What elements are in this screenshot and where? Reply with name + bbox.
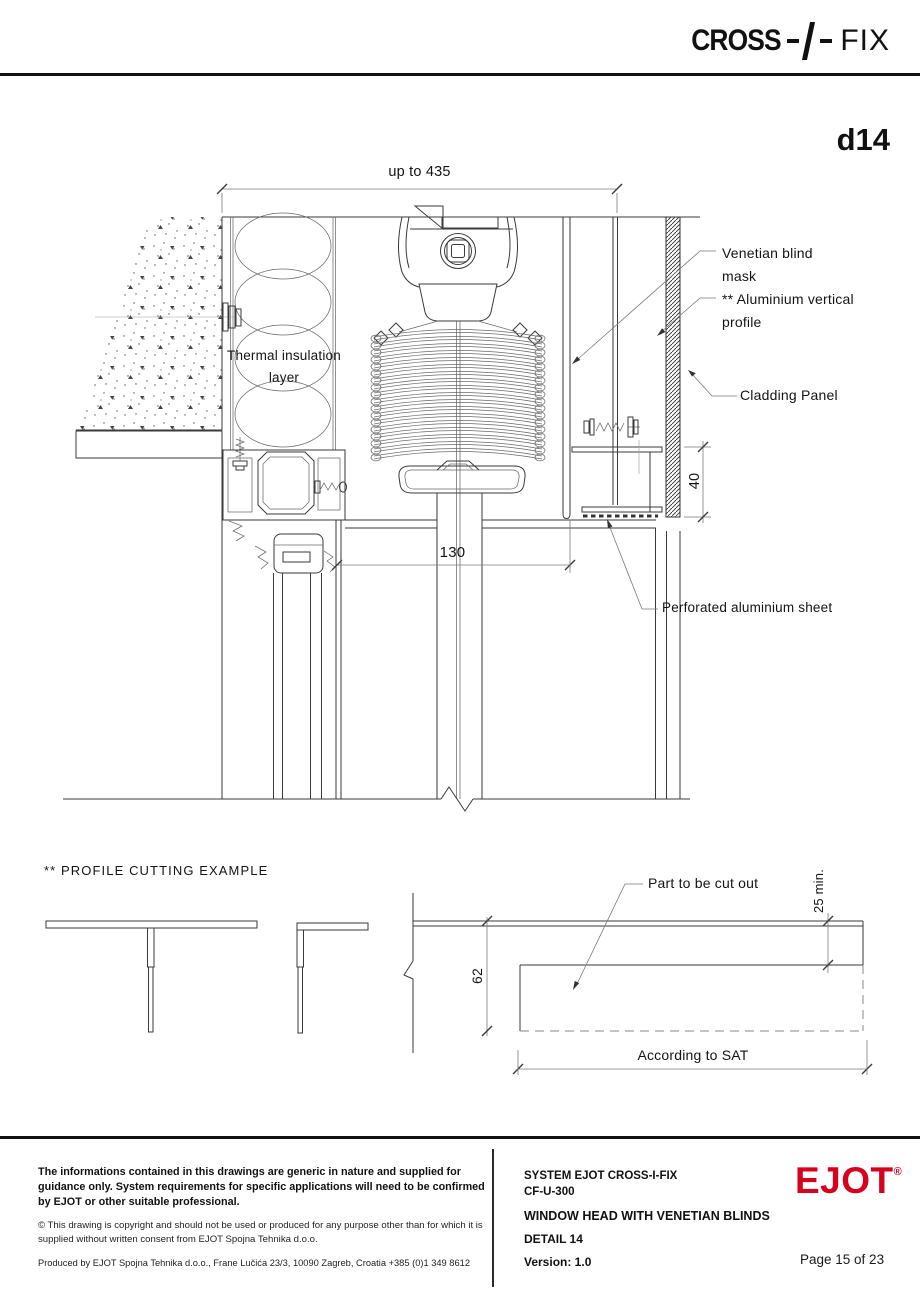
top-rule <box>0 73 920 76</box>
dim-up-to-435: up to 435 <box>388 164 451 180</box>
system-name: SYSTEM EJOT CROSS-I-FIX <box>524 1170 678 1182</box>
label-aluminium-vertical-profile: ** Aluminium vertical profile <box>722 291 854 330</box>
label-perforated-sheet: Perforated aluminium sheet <box>662 600 833 615</box>
cross-fix-logo: CROSS FIX <box>679 22 890 60</box>
dim-according-to-sat: According to SAT <box>637 1047 749 1063</box>
footer-rule <box>0 1136 920 1139</box>
system-code: CF-U-300 <box>524 1186 575 1198</box>
label-cladding-panel: Cladding Panel <box>740 387 838 403</box>
dim-130: 130 <box>439 544 466 561</box>
ejot-logo-text: EJOT <box>795 1160 894 1201</box>
footer-divider <box>492 1149 494 1287</box>
technical-drawing <box>45 183 873 1075</box>
copyright-text: © This drawing is copyright and should n… <box>38 1220 483 1245</box>
produced-by-text: Produced by EJOT Spojna Tehnika d.o.o., … <box>38 1258 470 1268</box>
label-thermal-insulation: Thermal insulation layer <box>227 348 341 385</box>
logo-fix-text: FIX <box>840 24 890 57</box>
label-venetian-blind-mask: Venetian blind mask <box>722 245 813 284</box>
version-text: Version: 1.0 <box>524 1255 592 1269</box>
page-number: Page 15 of 23 <box>800 1252 885 1267</box>
label-part-to-cut-out: Part to be cut out <box>648 875 759 891</box>
dim-62: 62 <box>469 968 485 984</box>
disclaimer-text: The informations contained in this drawi… <box>38 1166 485 1208</box>
footer-disclaimer-block: The informations contained in this drawi… <box>38 1165 500 1268</box>
dim-40: 40 <box>687 472 703 490</box>
detail-number: DETAIL 14 <box>524 1232 583 1246</box>
dim-25-min: 25 min. <box>811 868 826 914</box>
ejot-logo: EJOT® <box>795 1160 902 1202</box>
logo-cross-text: CROSS <box>690 24 781 57</box>
cutting-example-title: ** PROFILE CUTTING EXAMPLE <box>44 863 269 878</box>
registered-mark: ® <box>893 1166 903 1178</box>
detail-code: d14 <box>836 122 890 157</box>
cross-fix-symbol-icon <box>787 22 833 60</box>
drawing-title: WINDOW HEAD WITH VENETIAN BLINDS <box>524 1209 770 1223</box>
